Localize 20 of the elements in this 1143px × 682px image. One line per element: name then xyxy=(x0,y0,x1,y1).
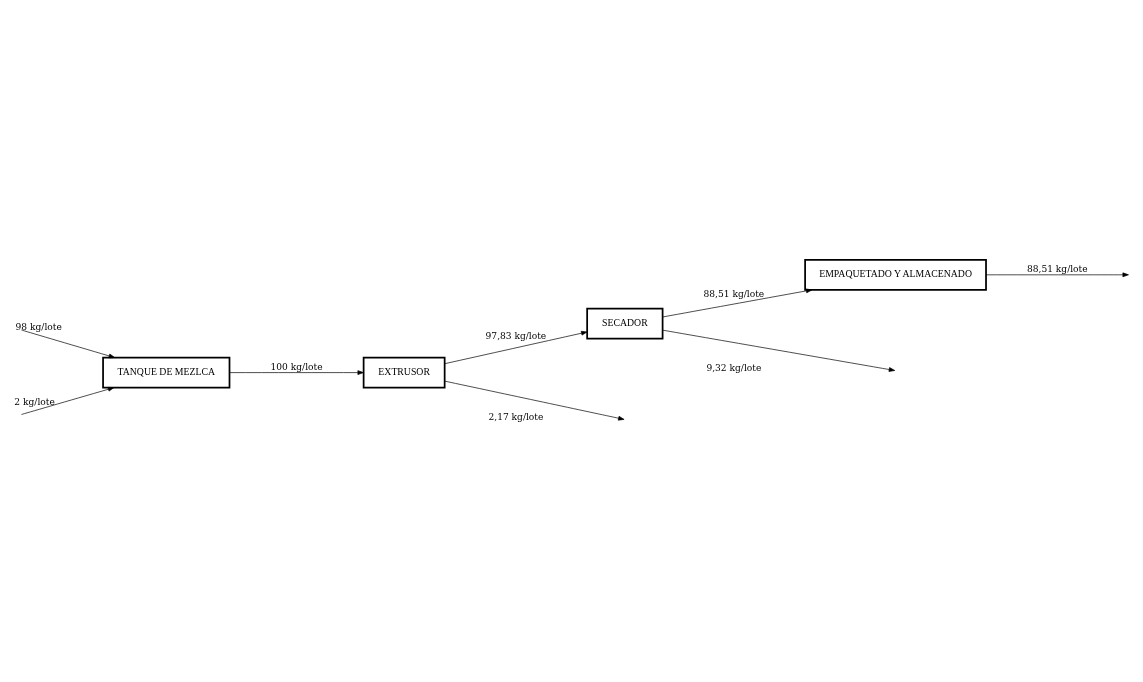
arrow xyxy=(21,386,115,415)
edge-label: 98 kg/lote xyxy=(15,321,62,332)
edge-label: 88,51 kg/lote xyxy=(703,288,765,299)
edge-label: 9,32 kg/lote xyxy=(706,362,762,373)
edge-label: 97,83 kg/lote xyxy=(485,331,547,342)
edge-label: 88,51 kg/lote xyxy=(1026,264,1088,275)
arrow xyxy=(229,370,364,375)
edge-label: 100 kg/lote xyxy=(270,362,323,373)
node-box: EMPAQUETADO Y ALMACENADO xyxy=(804,258,987,291)
arrow xyxy=(662,329,896,372)
node-box: SECADOR xyxy=(586,307,664,340)
edge-label: 2 kg/lote xyxy=(14,397,55,408)
arrow xyxy=(985,272,1129,278)
arrow xyxy=(444,330,588,365)
arrow xyxy=(444,380,625,421)
edge-label: 2,17 kg/lote xyxy=(488,411,544,422)
node-box: EXTRUSOR xyxy=(362,356,446,389)
arrow xyxy=(662,288,813,318)
node-box: TANQUE DE MEZLCA xyxy=(102,356,231,389)
arrow xyxy=(21,329,115,359)
